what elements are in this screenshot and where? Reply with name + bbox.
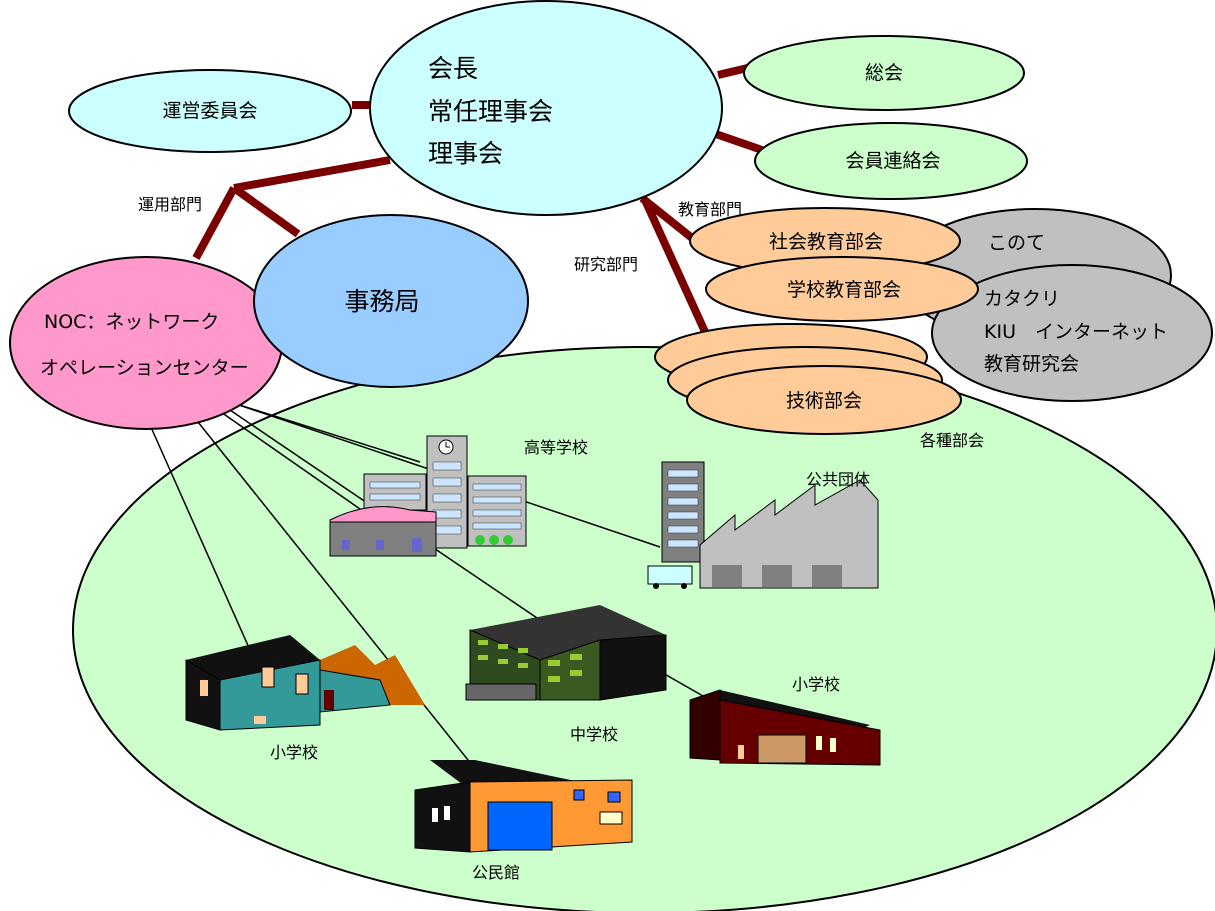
konote-label: このて <box>988 232 1045 254</box>
elementary-right-label: 小学校 <box>792 675 840 694</box>
various-committees-label: 各種部会 <box>920 431 984 450</box>
steering-committee-label: 運営委員会 <box>162 100 257 122</box>
diagram-labels: 会長 常任理事会 理事会 運営委員会 総会 会員連絡会 運用部門 事務局 NOC… <box>40 54 1168 882</box>
research-division-label: 研究部門 <box>574 255 638 274</box>
public-org-building-icon <box>647 461 879 589</box>
president-label: 会長 <box>428 54 478 83</box>
member-liaison-node <box>754 122 1028 200</box>
kiu-internet-label: KIU インターネット <box>984 321 1168 343</box>
junior-high-label: 中学校 <box>570 725 618 744</box>
general-assembly-label: 総会 <box>865 62 903 84</box>
elementary-left-label: 小学校 <box>270 743 318 762</box>
noc-node <box>9 256 283 430</box>
noc-label-line1: NOC：ネットワーク <box>44 311 219 333</box>
general-assembly-node <box>743 35 1025 111</box>
standing-board-label: 常任理事会 <box>428 97 553 126</box>
elementary-school-left-icon <box>185 635 425 731</box>
katakuri-label: カタクリ <box>984 288 1060 310</box>
education-division-label: 教育部門 <box>678 200 742 219</box>
school-education-node <box>705 256 979 322</box>
noc-label-line2: オペレーションセンター <box>40 357 249 379</box>
kiu-research-group-node <box>931 264 1213 402</box>
member-liaison-label: 会員連絡会 <box>845 150 940 172</box>
social-education-label: 社会教育部会 <box>769 231 883 253</box>
technical-committee-node <box>686 365 962 435</box>
high-school-label: 高等学校 <box>524 438 588 457</box>
board-label: 理事会 <box>428 139 503 168</box>
technical-committee-label: 技術部会 <box>786 390 862 412</box>
elementary-school-right-icon <box>689 689 881 766</box>
president-board-node <box>369 0 723 216</box>
operations-division-label: 運用部門 <box>138 195 202 214</box>
junior-high-building-icon <box>465 605 667 701</box>
high-school-building-icon <box>329 435 527 557</box>
public-org-label: 公共団体 <box>806 470 870 489</box>
secretariat-label: 事務局 <box>344 287 419 316</box>
education-research-label: 教育研究会 <box>984 353 1079 375</box>
steering-committee-node <box>68 69 352 153</box>
org-connectors <box>192 62 764 336</box>
community-hall-building-icon <box>414 760 633 853</box>
community-hall-label: 公民館 <box>472 863 520 882</box>
secretariat-node <box>253 214 529 388</box>
school-education-label: 学校教育部会 <box>787 279 901 301</box>
